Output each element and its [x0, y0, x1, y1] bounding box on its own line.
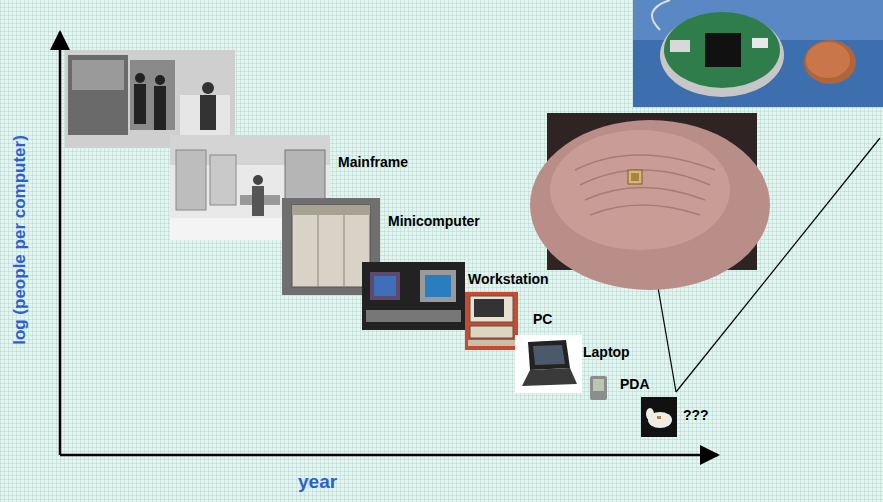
era-label: Workstation [468, 272, 549, 287]
x-axis [60, 454, 718, 457]
y-axis [59, 32, 62, 455]
pc-photo [465, 292, 518, 350]
laptop-photo [515, 335, 582, 393]
era-label: Laptop [583, 345, 630, 360]
axis-title: log (people per computer) [11, 135, 30, 345]
sensor-board-photo [633, 0, 883, 107]
fingertip-chip-photo [530, 113, 770, 290]
axis-title: year [298, 472, 337, 493]
era-label: PDA [620, 377, 650, 392]
tiny-device-photo [641, 397, 677, 437]
workstation-photo [362, 262, 465, 330]
era-label: Mainframe [338, 155, 408, 170]
era-label: PC [533, 312, 552, 327]
pda-photo [590, 376, 607, 400]
era-label: Minicomputer [388, 214, 480, 229]
early-computer-photo [65, 50, 235, 148]
era-label: ??? [683, 408, 709, 423]
